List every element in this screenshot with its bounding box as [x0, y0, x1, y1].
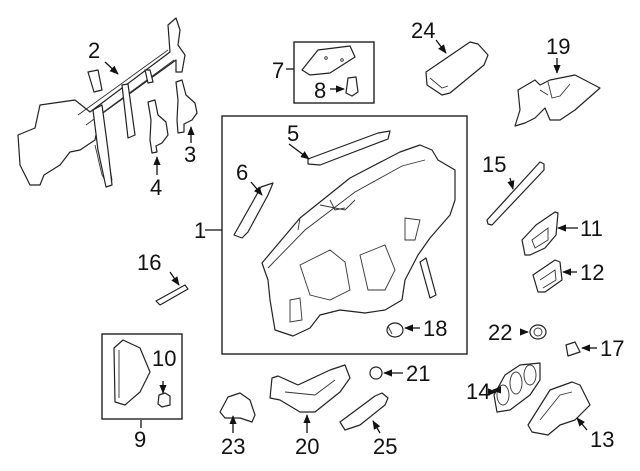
instrument-panel-group-box — [221, 115, 468, 355]
callout-7[interactable]: 7 — [272, 58, 284, 83]
support-rail-part[interactable] — [339, 392, 389, 431]
callout-15[interactable]: 15 — [482, 152, 506, 177]
leader-lines — [104, 39, 597, 434]
airbag-module-part[interactable] — [425, 41, 489, 96]
lower-cover-part[interactable] — [514, 74, 601, 127]
callout-18[interactable]: 18 — [423, 316, 447, 341]
callout-25[interactable]: 25 — [373, 434, 397, 459]
side-trim-strip-part[interactable] — [233, 182, 274, 239]
upper-trim-strip-part[interactable] — [307, 130, 391, 166]
vent-bezel-part[interactable] — [521, 211, 559, 256]
trim-molding-part[interactable] — [486, 161, 545, 226]
callout-2[interactable]: 2 — [88, 38, 100, 63]
callout-21[interactable]: 21 — [406, 361, 430, 386]
callout-3[interactable]: 3 — [184, 142, 196, 167]
callout-23[interactable]: 23 — [221, 434, 245, 459]
callout-5[interactable]: 5 — [287, 121, 299, 146]
cluster-bezel-part[interactable] — [493, 362, 541, 413]
end-cap-group-box — [101, 333, 183, 420]
cluster-hood-part[interactable] — [527, 381, 591, 436]
left-bracket-part[interactable] — [147, 99, 169, 154]
cross-car-beam-part[interactable] — [17, 17, 186, 188]
cover-panel-part[interactable] — [301, 45, 356, 76]
switch-bezel-part[interactable] — [532, 259, 563, 293]
callout-13[interactable]: 13 — [590, 427, 614, 452]
plug-part[interactable] — [369, 366, 383, 380]
knob-part[interactable] — [386, 322, 404, 338]
small-cover-part[interactable] — [565, 341, 581, 357]
callout-24[interactable]: 24 — [411, 18, 435, 43]
callout-22[interactable]: 22 — [488, 320, 512, 345]
end-cap-part[interactable] — [113, 339, 151, 406]
callout-6[interactable]: 6 — [236, 160, 248, 185]
callout-9[interactable]: 9 — [134, 427, 146, 452]
callout-1[interactable]: 1 — [194, 218, 206, 243]
callout-14[interactable]: 14 — [466, 379, 490, 404]
callout-16[interactable]: 16 — [137, 250, 161, 275]
callout-20[interactable]: 20 — [295, 434, 319, 459]
mount-bracket-part[interactable] — [219, 392, 256, 423]
callout-19[interactable]: 19 — [546, 34, 570, 59]
instrument-panel-part[interactable] — [261, 144, 456, 337]
grommet-part[interactable] — [529, 324, 547, 340]
vent-strip-part[interactable] — [419, 257, 437, 299]
small-trim-strip-part[interactable] — [155, 284, 189, 306]
clip-part[interactable] — [345, 76, 359, 97]
lower-bracket-part[interactable] — [269, 364, 351, 413]
callout-17[interactable]: 17 — [600, 336, 624, 361]
callout-10[interactable]: 10 — [152, 346, 176, 371]
callout-12[interactable]: 12 — [580, 260, 604, 285]
callout-8[interactable]: 8 — [314, 78, 326, 103]
callout-4[interactable]: 4 — [150, 175, 162, 200]
right-bracket-part[interactable] — [175, 79, 198, 134]
end-cap-clip-part[interactable] — [157, 392, 171, 408]
callout-11[interactable]: 11 — [580, 216, 603, 241]
cover-panel-group-box — [293, 41, 375, 104]
